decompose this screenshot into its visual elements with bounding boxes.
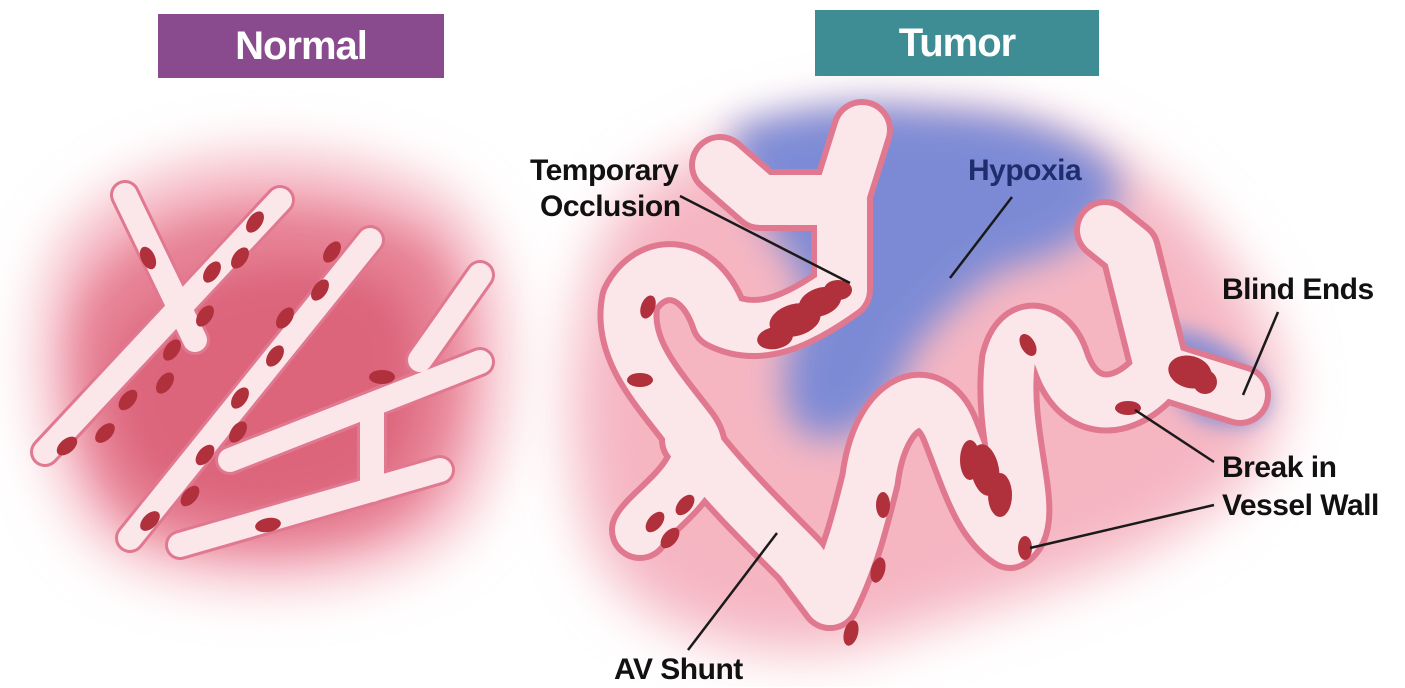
hypoxia-label: Hypoxia (968, 153, 1081, 189)
normal-header-label: Normal (235, 24, 367, 69)
tumor-header-label: Tumor (899, 21, 1015, 66)
av-shunt-label: AV Shunt (614, 652, 743, 688)
temporary-occlusion-label-line2: Occlusion (540, 189, 681, 225)
break-in-vessel-wall-label-line1: Break in (1222, 450, 1336, 486)
temporary-occlusion-label-line1: Temporary (530, 153, 678, 189)
blind-ends-label: Blind Ends (1222, 272, 1374, 308)
normal-header: Normal (158, 14, 444, 78)
break-in-vessel-wall-label-line2: Vessel Wall (1222, 488, 1379, 524)
tumor-header: Tumor (815, 10, 1099, 76)
